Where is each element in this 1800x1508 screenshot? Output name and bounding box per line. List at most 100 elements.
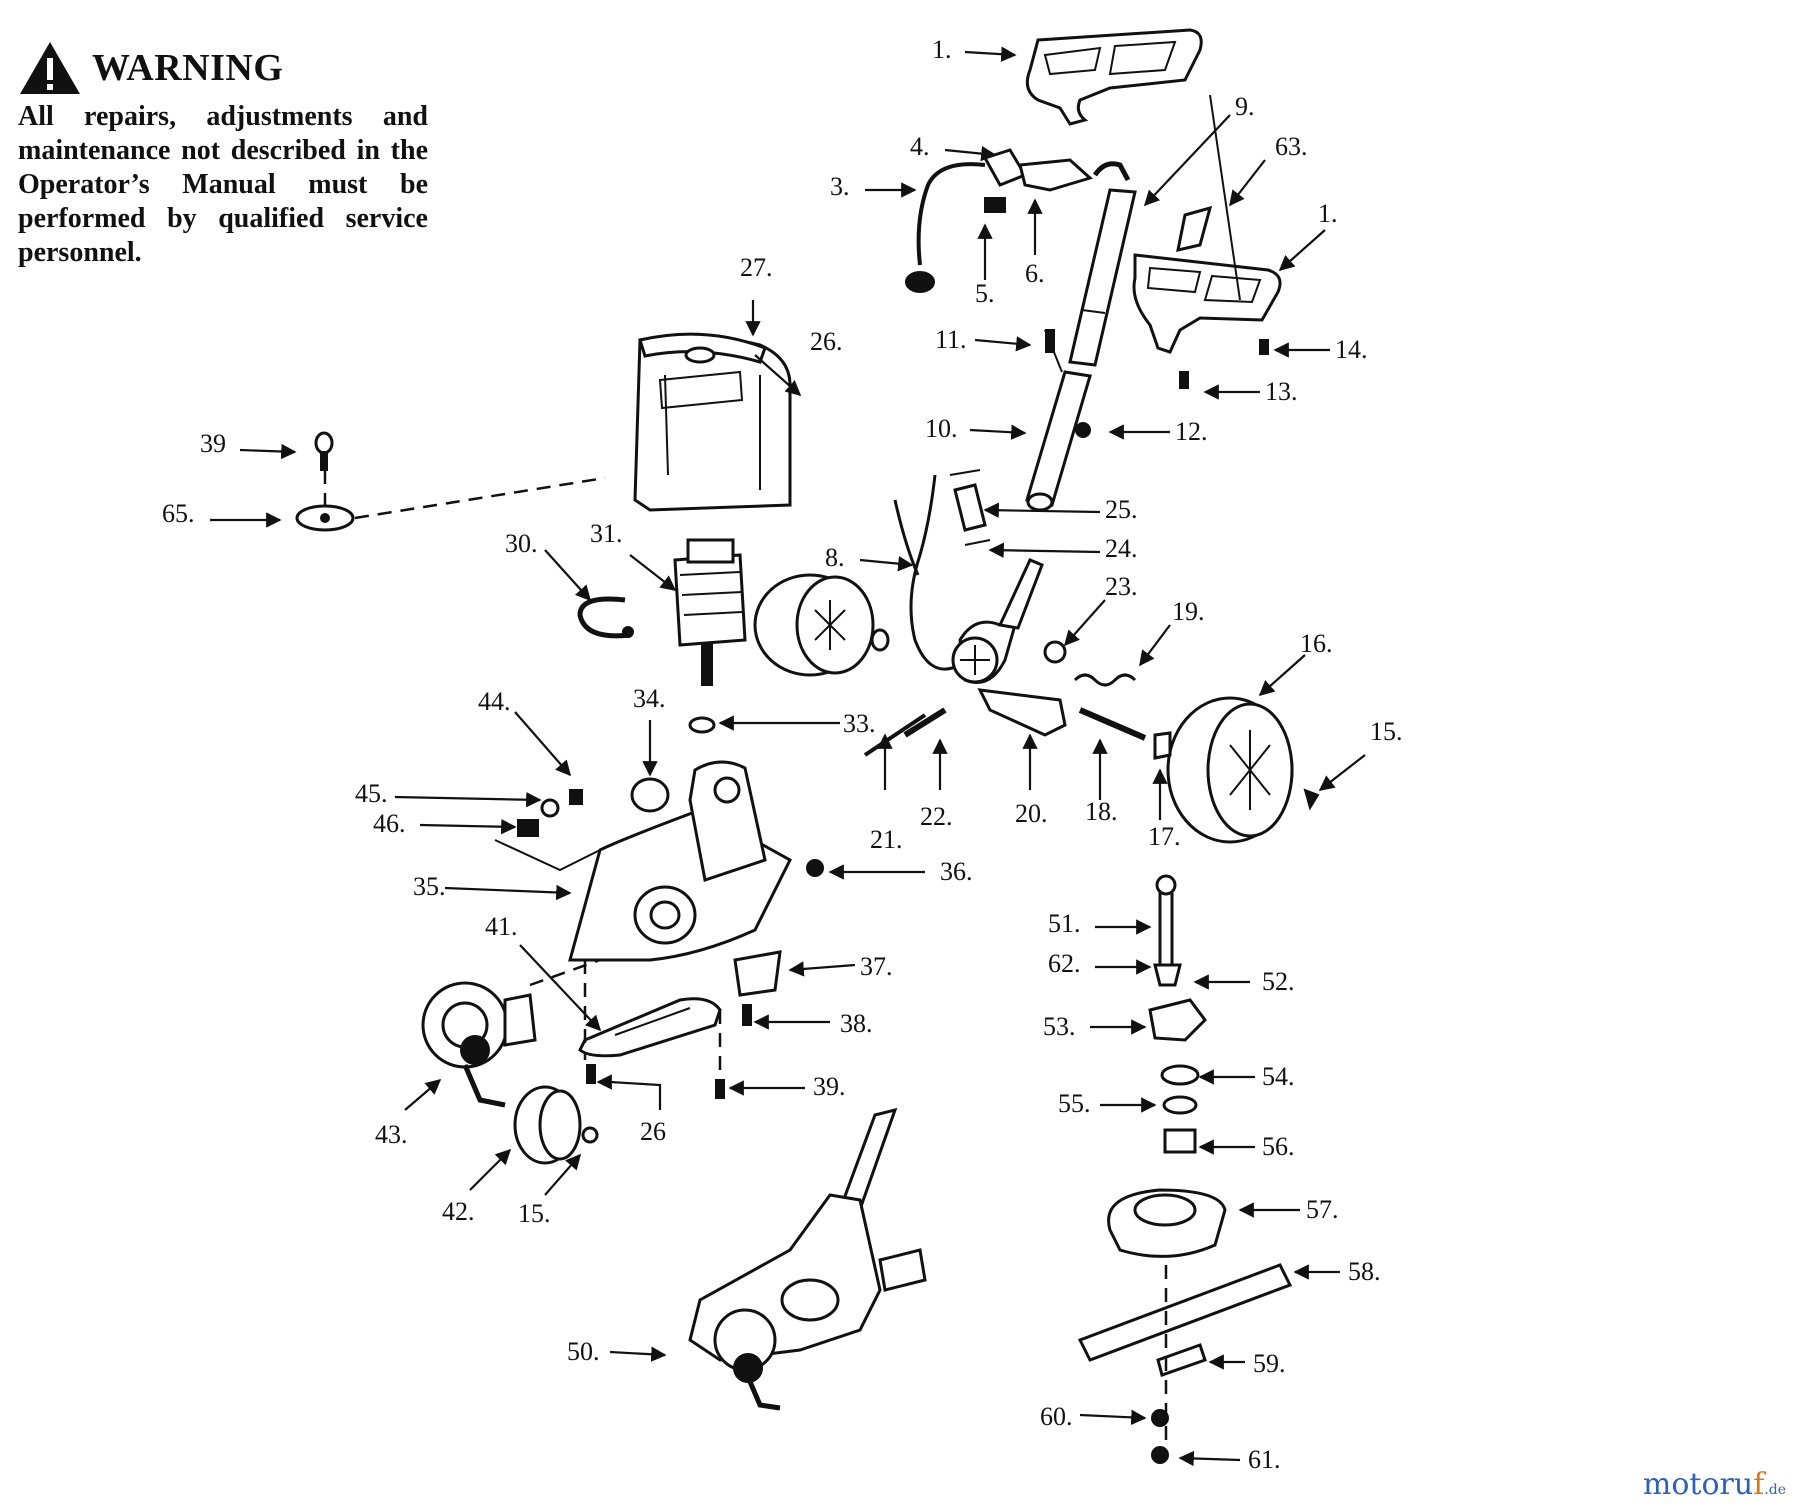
callout-58: 58. xyxy=(1348,1257,1381,1286)
assembled-edger-head xyxy=(688,1107,927,1411)
callout-46: 46. xyxy=(373,809,406,838)
callout-36: 36. xyxy=(940,857,973,886)
callout-19: 19. xyxy=(1172,597,1205,626)
warning-title: WARNING xyxy=(92,47,284,89)
motor-housing xyxy=(633,332,792,512)
callout-5: 5. xyxy=(975,279,995,308)
wire-harness xyxy=(893,469,991,671)
handle-half-lower xyxy=(1132,253,1282,354)
callout-59: 59. xyxy=(1253,1349,1286,1378)
callout-10: 10. xyxy=(925,414,958,443)
callout-20: 20. xyxy=(1015,799,1048,828)
lower-handle-tube xyxy=(1025,370,1092,512)
axle-and-spring xyxy=(863,673,1172,760)
callout-60: 60. xyxy=(1040,1402,1073,1431)
dash-line-43 xyxy=(529,958,601,987)
callout-22: 22. xyxy=(920,802,953,831)
blade-stack xyxy=(1077,874,1293,1464)
callout-39-bottom: 39. xyxy=(813,1072,846,1101)
callout-15-bottom: 15. xyxy=(518,1199,551,1228)
callout-18: 18. xyxy=(1085,797,1118,826)
callout-30: 30. xyxy=(505,529,538,558)
callout-53: 53. xyxy=(1043,1012,1076,1041)
upper-handle-tube xyxy=(1068,188,1137,367)
retaining-ring xyxy=(577,596,634,639)
dash-link-1 xyxy=(1209,94,1241,301)
screw-39-65 xyxy=(295,431,355,532)
callout-1-top: 1. xyxy=(932,35,952,64)
callout-21: 21. xyxy=(870,825,903,854)
callout-45: 45. xyxy=(355,779,388,808)
callout-41: 41. xyxy=(485,912,518,941)
leader-arrows xyxy=(210,46,1366,1467)
callout-51: 51. xyxy=(1048,909,1081,938)
callout-12: 12. xyxy=(1175,417,1208,446)
callout-3: 3. xyxy=(830,172,850,201)
callout-52: 52. xyxy=(1262,967,1295,996)
dash-line-65 xyxy=(354,476,606,520)
callout-33: 33. xyxy=(843,709,876,738)
warning-header: WARNING xyxy=(18,40,428,96)
callout-9: 9. xyxy=(1235,92,1255,121)
callout-34: 34. xyxy=(633,684,666,713)
callout-31: 31. xyxy=(590,519,623,548)
callout-43: 43. xyxy=(375,1120,408,1149)
switch-and-cord xyxy=(905,148,1131,293)
callout-37: 37. xyxy=(860,952,893,981)
callout-1-right: 1. xyxy=(1318,199,1338,228)
handle-half-upper xyxy=(1025,28,1203,126)
motor-armature xyxy=(673,538,747,686)
callout-39-top: 39 xyxy=(200,429,226,458)
gear-cover-plate xyxy=(578,997,722,1058)
small-fasteners-handle xyxy=(1044,329,1269,438)
watermark-main: motoru xyxy=(1642,1467,1754,1502)
site-watermark: motoruf.de xyxy=(1643,1467,1786,1502)
callout-26-bottom: 26 xyxy=(640,1117,666,1146)
watermark-accent: f xyxy=(1753,1467,1765,1502)
callout-4: 4. xyxy=(910,132,930,161)
callout-65: 65. xyxy=(162,499,195,528)
pulley-small xyxy=(513,1085,599,1165)
gear-housing xyxy=(568,760,824,962)
callout-15-right: 15. xyxy=(1370,717,1403,746)
callout-23: 23. xyxy=(1105,572,1138,601)
callout-16: 16. xyxy=(1300,629,1333,658)
callout-57: 57. xyxy=(1306,1195,1339,1224)
callout-63: 63. xyxy=(1275,132,1308,161)
callout-54: 54. xyxy=(1262,1062,1295,1091)
wheel-right xyxy=(1166,696,1320,844)
idler-pulley-assembly xyxy=(421,981,537,1108)
callout-35: 35. xyxy=(413,872,446,901)
wheel-left xyxy=(753,573,890,677)
callout-24: 24. xyxy=(1105,534,1138,563)
link-lines-45-46 xyxy=(494,839,611,872)
wheel-hub-assembly xyxy=(951,558,1067,737)
callout-38: 38. xyxy=(840,1009,873,1038)
callout-13: 13. xyxy=(1265,377,1298,406)
callout-61: 61. xyxy=(1248,1445,1281,1474)
callout-17: 17. xyxy=(1148,822,1181,851)
gear-bracket xyxy=(733,950,782,997)
callout-14: 14. xyxy=(1335,335,1368,364)
callout-55: 55. xyxy=(1058,1089,1091,1118)
callout-26-top: 26. xyxy=(810,327,843,356)
callout-6: 6. xyxy=(1025,259,1045,288)
callout-labels: 1. 9. 63. 4. 3. 1. 5. 6. 27. 26. 11. 14.… xyxy=(162,35,1403,1474)
callout-44: 44. xyxy=(478,687,511,716)
warning-triangle-icon xyxy=(20,42,80,94)
warning-block: WARNING All repairs, adjustments and mai… xyxy=(18,40,428,270)
callout-8: 8. xyxy=(825,543,845,572)
callout-11: 11. xyxy=(935,325,967,354)
callout-42: 42. xyxy=(442,1197,475,1226)
handle-label xyxy=(1176,205,1213,252)
callout-25: 25. xyxy=(1105,495,1138,524)
callout-62: 62. xyxy=(1048,949,1081,978)
small-parts-gear-area xyxy=(517,716,752,1099)
callout-56: 56. xyxy=(1262,1132,1295,1161)
watermark-tld: .de xyxy=(1764,1482,1786,1498)
callout-50: 50. xyxy=(567,1337,600,1366)
warning-text: All repairs, adjustments and maintenance… xyxy=(18,101,428,268)
callout-27: 27. xyxy=(740,253,773,282)
